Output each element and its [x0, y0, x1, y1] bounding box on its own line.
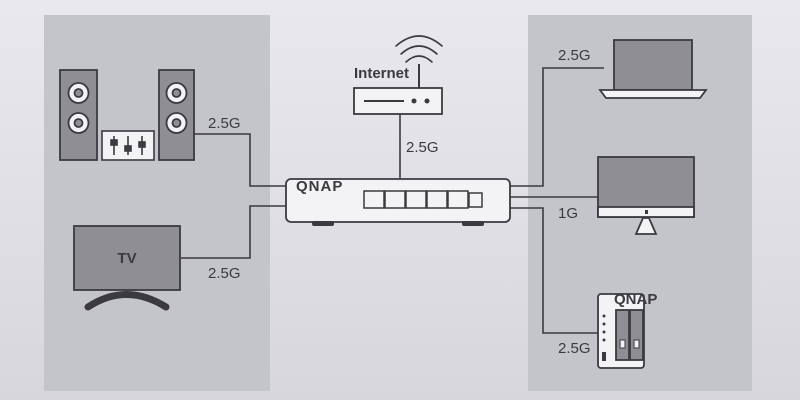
laptop-icon [598, 39, 708, 99]
nas-icon [597, 293, 645, 369]
laptop-speed-label: 2.5G [558, 47, 591, 64]
nas-brand-label: QNAP [614, 291, 657, 308]
router-speed-label: 2.5G [406, 139, 439, 156]
amplifier-icon [101, 130, 155, 161]
network-switch [285, 178, 511, 226]
connection-lines [181, 67, 604, 334]
ethernet-port-icon [363, 190, 469, 209]
nas-link-line [510, 207, 598, 334]
wifi-signal-icon [395, 35, 443, 63]
monitor-speed-label: 1G [558, 205, 578, 222]
tv-label: TV [117, 250, 136, 267]
switch-brand-label: QNAP [296, 178, 343, 195]
speakers-speed-label: 2.5G [208, 115, 241, 132]
nas-speed-label: 2.5G [558, 340, 591, 357]
router-icon [353, 87, 443, 115]
internet-label: Internet [354, 65, 409, 82]
power-port-icon [468, 192, 483, 208]
monitor-icon [597, 156, 695, 235]
speakers-icon [59, 69, 195, 161]
speakers-link-line [194, 133, 290, 187]
tv-icon [73, 225, 181, 311]
laptop-link-line [510, 67, 604, 187]
tv-link-line [181, 205, 290, 259]
tv-speed-label: 2.5G [208, 265, 241, 282]
